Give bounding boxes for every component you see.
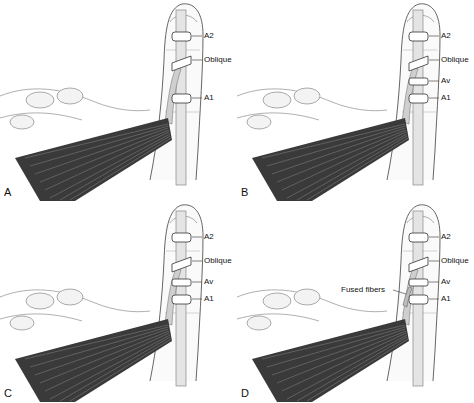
panel-letter: B (241, 186, 248, 199)
structure-label: Oblique (204, 55, 232, 65)
structure-label: A1 (204, 93, 214, 103)
structure-label: Oblique (204, 256, 232, 266)
structure-label: Fused fibers (341, 285, 385, 295)
structure-label: A1 (441, 294, 451, 304)
structure-label: Oblique (441, 256, 469, 266)
structure-label: Oblique (441, 55, 469, 65)
panel-letter: C (4, 387, 12, 400)
structure-label: Av (441, 277, 450, 287)
structure-label: Av (204, 277, 213, 287)
structure-label: Av (441, 76, 450, 86)
structure-label: A1 (441, 93, 451, 103)
structure-label: A2 (204, 31, 214, 41)
structure-label: A2 (204, 232, 214, 242)
panel-letter: A (4, 186, 11, 199)
structure-label: A1 (204, 294, 214, 304)
panel-letter: D (241, 387, 249, 400)
structure-label: A2 (441, 232, 451, 242)
structure-label: A2 (441, 31, 451, 41)
